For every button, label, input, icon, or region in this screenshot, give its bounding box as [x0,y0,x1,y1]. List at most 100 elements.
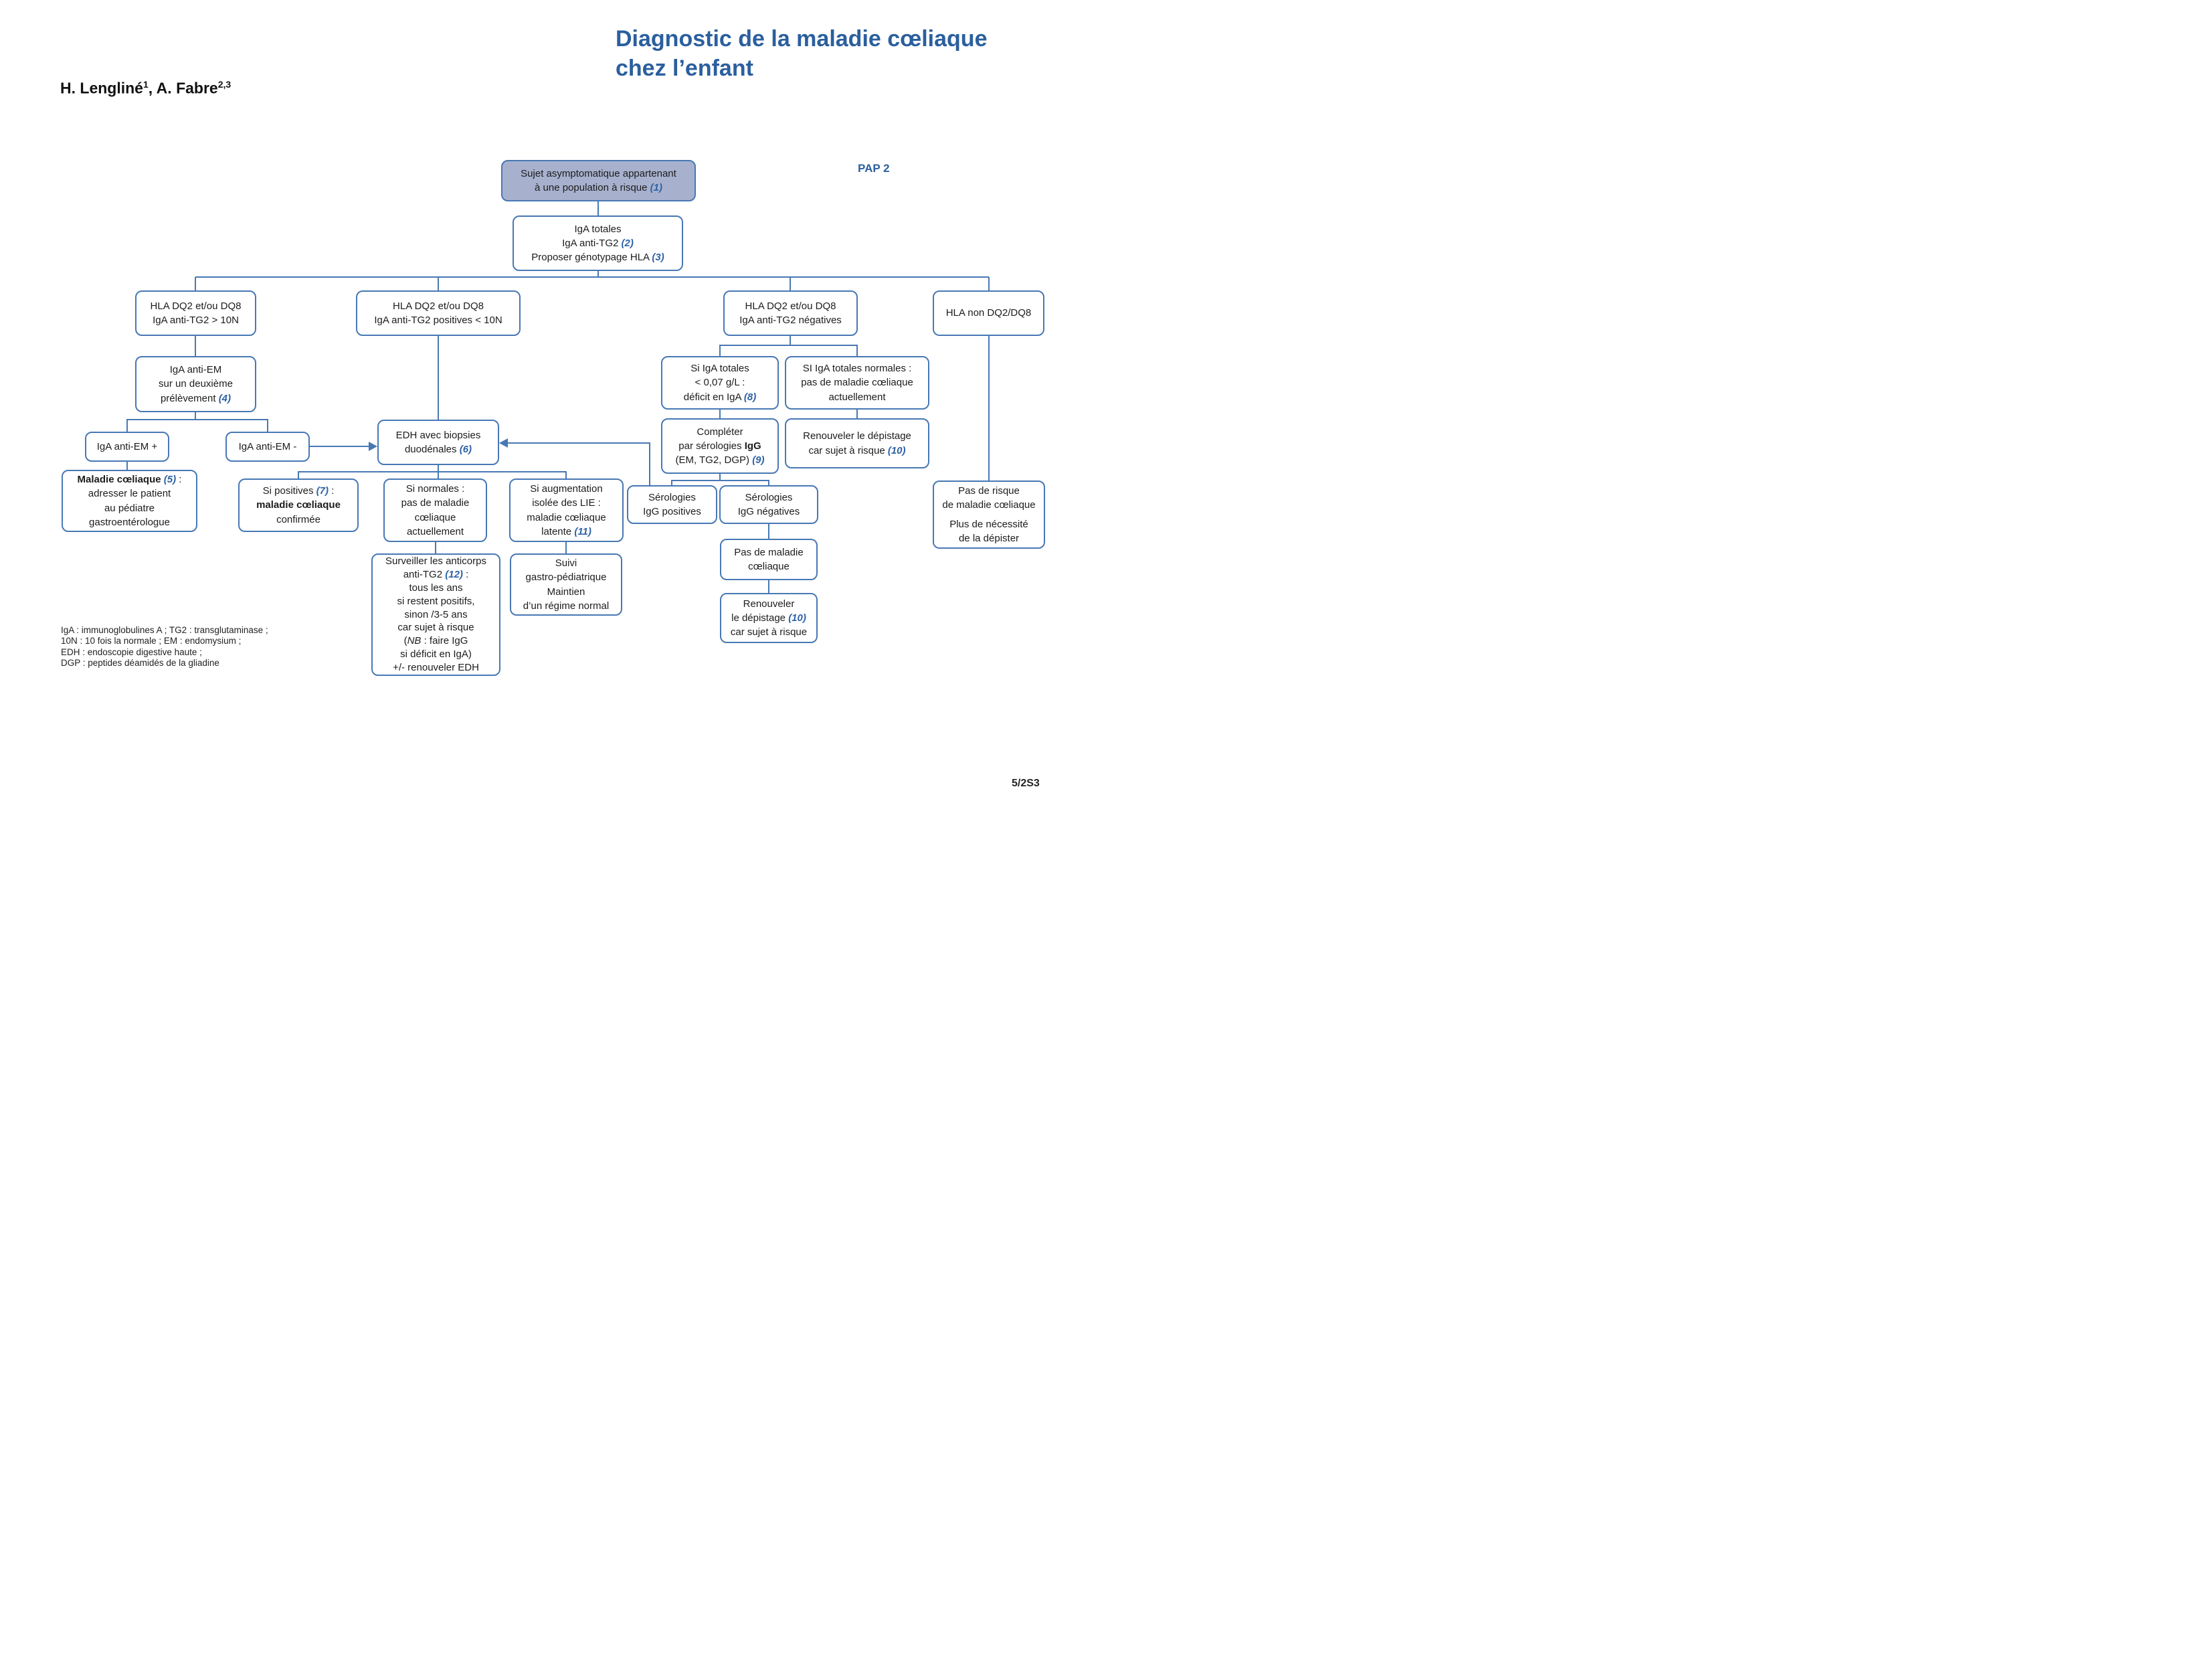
node-iga-deficiency: Si IgA totales < 0,07 g/L : déficit en I… [661,356,779,410]
node-line: confirmée [276,513,320,525]
title-line-1: Diagnostic de la maladie cœliaque [616,26,988,52]
node-line: gastroentérologue [89,516,170,528]
node-line: actuellement [828,391,886,403]
node-line: Si positives (7) : [263,484,335,498]
node-line: si restent positifs, [397,595,475,607]
ref-number: (9) [752,454,765,466]
node-start-asymptomatic-subject: Sujet asymptomatique appartenant à une p… [501,160,696,201]
author-1-affiliation: 1 [143,79,149,90]
node-biopsies-normal-no-celiac: Si normales : pas de maladie cœliaque ac… [383,478,487,542]
node-line: IgA anti-EM [169,364,222,376]
node-line: cœliaque [748,561,790,572]
text-segment: à une population à risque [535,182,650,193]
node-celiac-disease-refer-patient: Maladie cœliaque (5) : adresser le patie… [62,470,197,532]
node-line: IgA anti-TG2 positives < 10N [374,315,502,326]
node-line: Pas de maladie [734,546,804,558]
node-line: Sérologies [745,491,793,503]
node-igg-serologies-negative: Sérologies IgG négatives [719,485,818,524]
node-line: déficit en IgA (8) [684,390,756,404]
text-segment: Proposer génotypage HLA [531,252,652,264]
node-line: actuellement [406,525,464,537]
text-segment: (EM, TG2, DGP) [675,454,753,466]
node-lie-increase-latent-celiac: Si augmentation isolée des LIE : maladie… [509,478,624,542]
node-hla-dq2-dq8-tg2-over-10n: HLA DQ2 et/ou DQ8 IgA anti-TG2 > 10N [135,290,256,336]
node-line: SI IgA totales normales : [802,363,912,375]
node-line: maladie cœliaque [527,511,606,523]
node-line: Si IgA totales [690,363,749,375]
node-line: sinon /3-5 ans [404,608,468,620]
page-number: 5/2S3 [1012,778,1040,789]
node-line: Suivi [555,557,577,569]
node-line: HLA DQ2 et/ou DQ8 [745,300,836,312]
author-1: H. Lengliné [60,79,143,97]
ref-number: (4) [218,392,232,404]
node-line: IgA anti-TG2 (2) [562,236,634,250]
node-line: car sujet à risque [730,626,808,638]
text-segment: IgA anti-TG2 [562,237,622,249]
flow-connectors [126,201,990,593]
pap-label: PAP 2 [858,162,890,175]
text-segment: : [176,473,182,485]
node-line: (EM, TG2, DGP) (9) [675,453,764,467]
node-line: cœliaque [414,511,456,523]
text-segment: : faire IgG [421,635,468,647]
node-line: au pédiatre [104,502,155,514]
node-line: Compléter [697,426,743,438]
text-segment: : [462,569,469,581]
node-iga-anti-em-second-sample: IgA anti-EM sur un deuxième prélèvement … [135,356,256,412]
node-line: Si augmentation [530,483,603,495]
arrowheads [369,438,508,451]
node-line: de maladie cœliaque [942,499,1036,511]
node-iga-totales-tests: IgA totales IgA anti-TG2 (2) Proposer gé… [513,215,683,271]
ref-number: (12) [445,569,463,581]
node-line: (NB : faire IgG [404,634,468,648]
ref-number: (2) [621,237,634,249]
node-renew-screening-at-risk: Renouveler le dépistage car sujet à risq… [785,418,929,468]
node-line: sur un deuxième [159,378,233,390]
author-2-affiliation: 2,3 [217,79,232,90]
footnote-line: EDH : endoscopie digestive haute ; [61,646,202,657]
node-line: car sujet à risque [397,622,474,634]
node-iga-anti-em-negative: IgA anti-EM - [225,432,310,462]
text-segment: Maladie cœliaque [77,473,164,485]
footnote-line: IgA : immunoglobulines A ; TG2 : transgl… [61,625,268,635]
node-line: IgA anti-EM - [238,440,297,452]
node-line: maladie cœliaque [256,499,341,511]
node-line: de la dépister [958,532,1020,544]
text-segment: par sérologies [678,440,745,452]
node-biopsies-positive-confirmed: Si positives (7) : maladie cœliaque conf… [238,478,359,532]
ref-number: (11) [574,525,591,537]
node-line: IgA anti-TG2 > 10N [153,315,239,326]
text-segment: NB [407,635,422,647]
text-segment: latente [541,525,575,537]
node-line: IgA anti-TG2 négatives [739,315,842,326]
ref-number: (3) [652,252,664,264]
node-line: Sujet asymptomatique appartenant [521,167,676,179]
node-iga-normal-no-celiac: SI IgA totales normales : pas de maladie… [785,356,929,410]
ref-number: (8) [743,391,757,403]
node-line: HLA DQ2 et/ou DQ8 [150,300,242,312]
node-line: à une population à risque (1) [535,181,662,195]
node-hla-dq2-dq8-tg2-positive-under-10n: HLA DQ2 et/ou DQ8 IgA anti-TG2 positives… [356,290,521,336]
node-line: gastro-pédiatrique [525,572,607,584]
poster-page: Diagnostic de la maladie cœliaque chez l… [0,0,1106,830]
node-no-celiac-disease: Pas de maladie cœliaque [720,539,818,580]
node-line: Proposer génotypage HLA (3) [531,250,664,264]
node-line: Sérologies [648,491,696,503]
node-line: +/- renouveler EDH [393,661,479,673]
node-line: duodénales (6) [405,442,472,456]
node-line: IgA totales [574,223,622,235]
node-line: Maladie cœliaque (5) : [78,472,182,487]
node-line: adresser le patient [88,488,171,500]
node-line: Renouveler [743,598,795,610]
node-line: Renouveler le dépistage [803,430,911,442]
node-igg-serologies-positive: Sérologies IgG positives [627,485,717,524]
node-line: HLA DQ2 et/ou DQ8 [393,300,484,312]
node-edh-duodenal-biopsies: EDH avec biopsies duodénales (6) [377,420,499,465]
node-line: IgG négatives [737,506,800,517]
footnote-line: DGP : peptides déamidés de la gliadine [61,658,219,669]
node-line: Maintien [547,586,585,598]
node-line: EDH avec biopsies [395,429,481,441]
ref-number: (7) [316,485,329,497]
node-renew-screening-at-risk-2: Renouveler le dépistage (10) car sujet à… [720,593,818,643]
